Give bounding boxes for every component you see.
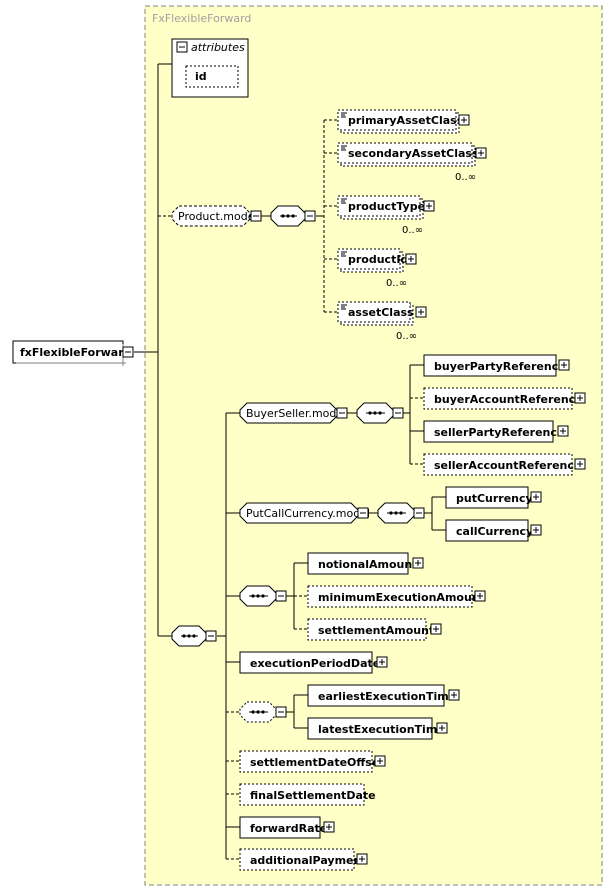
product-sequence-icon [270, 205, 316, 227]
product-model-collapse-icon[interactable] [250, 210, 262, 222]
seller-account-reference[interactable]: sellerAccountReference [423, 453, 581, 476]
notional-amount[interactable]: notionalAmount [307, 552, 417, 575]
svg-text:productId: productId [348, 253, 408, 266]
secondary-asset-class-occurs: 0..∞ [455, 172, 476, 183]
settlement-amount-expand-icon[interactable] [430, 623, 442, 635]
svg-text:putCurrency: putCurrency [456, 492, 533, 505]
svg-text:executionPeriodDates: executionPeriodDates [250, 657, 387, 670]
attribute-id-label: id [195, 70, 207, 83]
product-item-product-id[interactable]: productId [337, 248, 408, 273]
notional-amount-expand-icon[interactable] [412, 557, 424, 569]
svg-text:primaryAssetClass: primaryAssetClass [348, 114, 464, 127]
minimum-execution-amount[interactable]: minimumExecutionAmount [307, 585, 485, 608]
asset-class-occurs: 0..∞ [396, 331, 417, 342]
svg-text:settlementDateOffset: settlementDateOffset [250, 756, 385, 769]
latest-execution-time[interactable]: latestExecutionTime [307, 717, 445, 740]
connector-lines [134, 63, 446, 860]
attributes-title: attributes [191, 41, 245, 54]
put-currency-expand-icon[interactable] [530, 491, 542, 503]
buyer-party-reference-expand-icon[interactable] [558, 359, 570, 371]
secondary-asset-class-expand-icon[interactable] [475, 147, 487, 159]
seller-account-reference-expand-icon[interactable] [574, 458, 586, 470]
root-collapse-icon[interactable] [122, 346, 134, 358]
svg-text:forwardRate: forwardRate [250, 822, 327, 835]
execution-period-dates-expand-icon[interactable] [376, 656, 388, 668]
svg-text:earliestExecutionTime: earliestExecutionTime [318, 690, 456, 703]
seller-party-reference-expand-icon[interactable] [557, 425, 569, 437]
buyer-account-reference-expand-icon[interactable] [574, 392, 586, 404]
settlement-date-offset[interactable]: settlementDateOffset [239, 750, 385, 773]
svg-text:sellerAccountReference: sellerAccountReference [434, 459, 581, 472]
minimum-execution-amount-expand-icon[interactable] [474, 590, 486, 602]
asset-class-expand-icon[interactable] [415, 306, 427, 318]
settlement-date-offset-expand-icon[interactable] [374, 755, 386, 767]
svg-text:notionalAmount: notionalAmount [318, 558, 417, 571]
put-call-sequence-icon [377, 502, 425, 524]
call-currency[interactable]: callCurrency [445, 519, 533, 542]
root-element[interactable]: fxFlexibleForward [12, 340, 132, 366]
buyer-account-reference[interactable]: buyerAccountReference [423, 387, 583, 410]
buyer-seller-sequence-icon [356, 402, 404, 424]
product-type-expand-icon[interactable] [423, 200, 435, 212]
svg-text:additionalPayment: additionalPayment [250, 854, 367, 867]
svg-text:finalSettlementDate: finalSettlementDate [250, 789, 376, 802]
buyer-seller-model-label: BuyerSeller.model [246, 407, 346, 420]
settlement-amount[interactable]: settlementAmount [307, 618, 434, 641]
product-id-expand-icon[interactable] [405, 253, 417, 265]
notional-sequence-icon [239, 585, 287, 607]
put-call-currency-model-label: PutCallCurrency.model [246, 507, 370, 520]
svg-text:productType: productType [348, 200, 425, 213]
additional-payment[interactable]: additionalPayment [239, 848, 367, 871]
forward-rate[interactable]: forwardRate [239, 816, 327, 839]
product-item-product-type[interactable]: productType [337, 195, 425, 220]
attribute-id[interactable] [185, 65, 239, 88]
svg-text:latestExecutionTime: latestExecutionTime [318, 723, 445, 736]
forward-rate-expand-icon[interactable] [323, 821, 335, 833]
earliest-execution-time[interactable]: earliestExecutionTime [307, 684, 456, 707]
put-call-currency-model-group[interactable]: PutCallCurrency.model [239, 502, 370, 524]
final-settlement-date[interactable]: finalSettlementDate [239, 783, 376, 806]
additional-payment-expand-icon[interactable] [356, 853, 368, 865]
seller-party-reference[interactable]: sellerPartyReference [423, 420, 564, 443]
put-call-collapse-icon[interactable] [357, 507, 369, 519]
product-item-primary-asset-class[interactable]: primaryAssetClass [337, 109, 464, 134]
svg-text:callCurrency: callCurrency [456, 525, 533, 538]
buyer-seller-collapse-icon[interactable] [336, 407, 348, 419]
svg-text:buyerAccountReference: buyerAccountReference [434, 393, 583, 406]
product-type-occurs: 0..∞ [402, 225, 423, 236]
root-element-label: fxFlexibleForward [20, 346, 132, 359]
svg-text:assetClass: assetClass [348, 306, 414, 319]
complex-type-group [144, 5, 603, 886]
call-currency-expand-icon[interactable] [530, 524, 542, 536]
svg-text:secondaryAssetClass: secondaryAssetClass [348, 147, 479, 160]
buyer-party-reference[interactable]: buyerPartyReference [423, 354, 566, 377]
put-currency[interactable]: putCurrency [445, 486, 533, 509]
product-model-label: Product.model [178, 210, 258, 223]
execution-period-dates[interactable]: executionPeriodDates [239, 651, 387, 674]
primary-asset-class-expand-icon[interactable] [458, 114, 470, 126]
main-sequence-icon [171, 625, 217, 647]
svg-text:buyerPartyReference: buyerPartyReference [434, 360, 566, 373]
latest-execution-time-expand-icon[interactable] [436, 722, 448, 734]
earliest-execution-time-expand-icon[interactable] [448, 689, 460, 701]
product-item-secondary-asset-class[interactable]: secondaryAssetClass [337, 142, 479, 167]
product-item-asset-class[interactable]: assetClass [337, 301, 414, 326]
execution-time-sequence-icon [239, 701, 287, 723]
svg-text:sellerPartyReference: sellerPartyReference [434, 426, 564, 439]
buyer-seller-model-group[interactable]: BuyerSeller.model [239, 402, 346, 424]
product-id-occurs: 0..∞ [386, 278, 407, 289]
complex-type-title: FxFlexibleForward [152, 12, 251, 25]
svg-text:settlementAmount: settlementAmount [318, 624, 434, 637]
svg-text:minimumExecutionAmount: minimumExecutionAmount [318, 591, 485, 604]
product-model-group[interactable]: Product.model [171, 205, 258, 227]
